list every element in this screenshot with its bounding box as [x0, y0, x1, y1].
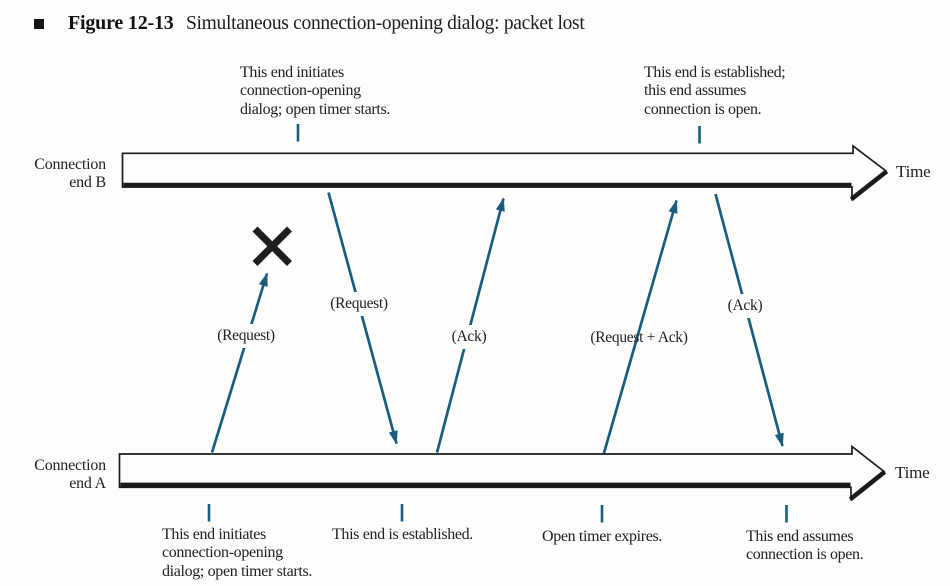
annotation-line: This end initiates	[240, 64, 344, 81]
message-5-label: (Ack)	[725, 294, 765, 318]
timeline-b-arrow	[121, 144, 889, 202]
annotation-a-initiates: This end initiates connection-opening di…	[162, 526, 312, 581]
annotation-line: This end is established.	[332, 526, 473, 543]
annotation-b-established: This end is established; this end assume…	[644, 64, 786, 119]
message-1-request-lost-line	[210, 272, 269, 453]
message-3-label: (Ack)	[449, 325, 489, 349]
figure-caption: Simultaneous connection-opening dialog: …	[186, 12, 585, 34]
message-4-request-ack-line	[602, 199, 678, 454]
timeline-b-outline	[121, 144, 888, 201]
annotation-line: This end assumes	[746, 528, 854, 545]
message-2-request-line	[327, 192, 398, 445]
timeline-a-label: Connection end A	[30, 457, 106, 492]
annotation-line: connection-opening	[162, 544, 283, 562]
figure-bullet-icon	[34, 19, 44, 29]
timeline-a-outline	[118, 444, 886, 501]
timeline-a-arrow	[118, 444, 887, 502]
annotation-line: This end is established;	[644, 64, 786, 81]
timeline-b-head-shadow-edge	[849, 169, 889, 202]
timeline-b-label: Connection end B	[30, 156, 106, 191]
annotation-b-initiates: This end initiates connection-opening di…	[240, 64, 390, 119]
figure-label: Figure 12-13	[68, 12, 174, 34]
annotation-line: connection-opening	[240, 82, 361, 100]
annotation-a-timer-expires: Open timer expires.	[542, 528, 662, 546]
annotation-line: Open timer expires.	[542, 528, 662, 545]
timeline-a-head-shadow-edge	[848, 470, 887, 502]
timeline-a-time-label: Time	[895, 463, 930, 482]
lost-packet-x-icon	[252, 226, 292, 266]
timeline-a-label-line2: end A	[69, 474, 106, 492]
timeline-b-label-line1: Connection	[34, 156, 106, 173]
annotation-a-assumes-open: This end assumes connection is open.	[746, 528, 864, 565]
event-ticks	[207, 124, 788, 523]
timeline-b-time-label: Time	[896, 162, 931, 181]
message-5-ack-line	[714, 193, 784, 447]
annotation-a-established: This end is established.	[332, 526, 473, 544]
message-arrows	[210, 192, 784, 454]
annotation-line: This end initiates	[162, 526, 266, 543]
annotation-line: connection is open.	[644, 100, 762, 118]
annotation-line: this end assumes	[644, 82, 746, 100]
message-2-label: (Request)	[328, 292, 390, 316]
annotation-line: connection is open.	[746, 546, 864, 564]
annotation-line: dialog; open timer starts.	[162, 562, 312, 580]
timeline-b-label-line2: end B	[69, 173, 106, 191]
message-4-label: (Request + Ack)	[590, 329, 688, 346]
message-1-label: (Request)	[215, 324, 277, 348]
timeline-a-label-line1: Connection	[34, 457, 106, 474]
annotation-line: dialog; open timer starts.	[240, 100, 390, 118]
